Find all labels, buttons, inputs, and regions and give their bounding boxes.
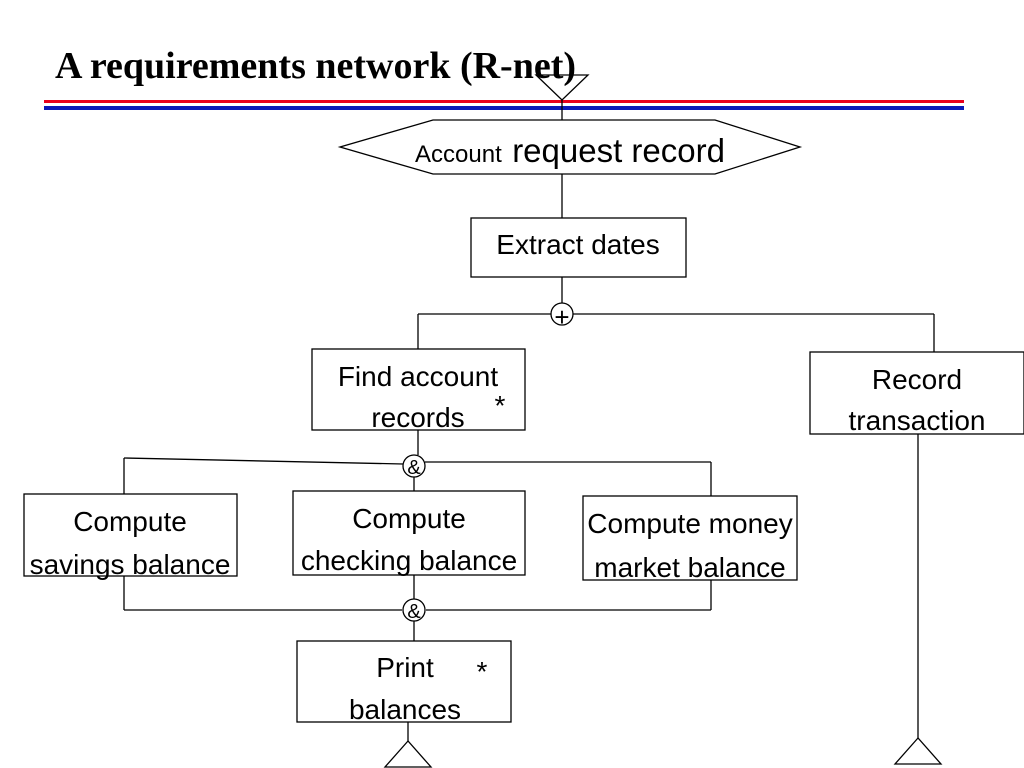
money-market-line2: market balance <box>594 552 785 583</box>
and-join-node[interactable]: & <box>402 598 426 623</box>
process-compute-checking-balance[interactable]: Compute checking balance <box>292 490 526 576</box>
process-record-transaction[interactable]: Record transaction <box>809 351 1024 436</box>
process-print-balances[interactable]: Print balances * <box>296 640 512 725</box>
process-compute-savings-balance[interactable]: Compute savings balance <box>23 493 238 580</box>
record-transaction-line2: transaction <box>849 405 986 436</box>
record-transaction-line1: Record <box>872 364 962 395</box>
process-find-account-records[interactable]: Find account records * <box>311 348 526 433</box>
print-iteration-marker: * <box>477 656 488 687</box>
and-join-symbol: & <box>407 601 421 623</box>
input-label-main: request record <box>512 132 725 169</box>
svg-text:Account request record: Account request record <box>415 132 725 169</box>
and-branch-line <box>123 457 404 465</box>
or-node-symbol: + <box>554 302 569 332</box>
slide-title: A requirements network (R-net) <box>55 45 577 87</box>
money-market-line1: Compute money <box>587 508 792 539</box>
find-account-iteration-marker: * <box>495 390 506 421</box>
find-account-line2: records <box>371 402 464 433</box>
print-line2: balances <box>349 694 461 725</box>
input-label-prefix: Account <box>415 141 502 168</box>
terminal-node-icon <box>893 737 943 765</box>
savings-line2: savings balance <box>30 549 231 580</box>
process-extract-dates[interactable]: Extract dates <box>470 217 687 278</box>
savings-line1: Compute <box>73 506 187 537</box>
or-node[interactable]: + <box>550 302 574 332</box>
find-account-line1: Find account <box>338 361 499 392</box>
terminal-node-icon <box>383 740 433 768</box>
checking-line1: Compute <box>352 503 466 534</box>
input-interface-account-request-record[interactable]: Account request record <box>337 119 803 175</box>
entry-node-icon <box>534 74 590 101</box>
and-split-node[interactable]: & <box>402 454 426 479</box>
and-split-symbol: & <box>407 457 421 479</box>
extract-dates-label: Extract dates <box>496 229 659 260</box>
process-compute-money-market-balance[interactable]: Compute money market balance <box>582 495 798 583</box>
checking-line2: checking balance <box>301 545 517 576</box>
print-line1: Print <box>376 652 434 683</box>
title-rule-red <box>44 100 964 103</box>
title-rule-blue <box>44 106 964 110</box>
